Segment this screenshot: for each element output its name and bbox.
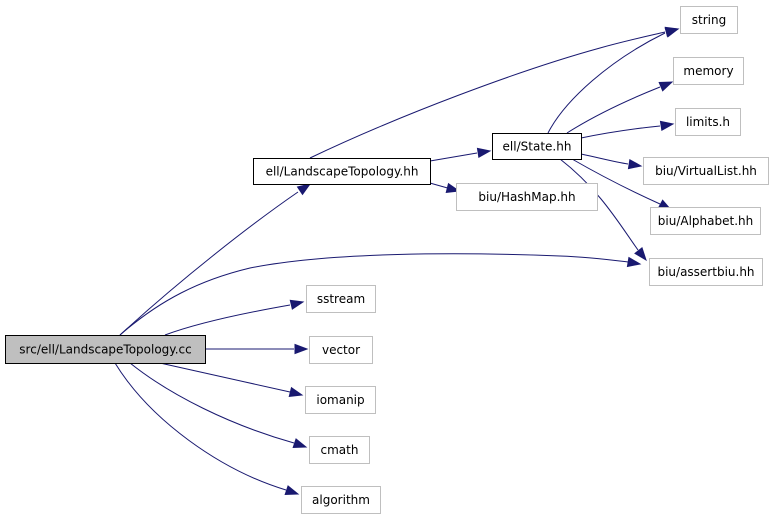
edge-arrowhead <box>294 343 309 355</box>
node-label: sstream <box>317 292 365 306</box>
node-box <box>673 57 744 85</box>
edge-root-to-assertbiu <box>119 253 642 336</box>
node-label: algorithm <box>312 493 370 507</box>
node-box <box>306 285 376 313</box>
node-box <box>649 258 763 286</box>
node-layer: src/ell/LandscapeTopology.cc ell/Landscap… <box>5 6 769 514</box>
edge-arrowhead <box>289 299 305 310</box>
edge-line <box>309 31 666 159</box>
node-label: ell/LandscapeTopology.hh <box>266 165 419 179</box>
node-box <box>253 158 431 185</box>
node-assertbiu[interactable]: biu/assertbiu.hh <box>649 258 763 286</box>
edge-arrowhead <box>296 183 312 196</box>
edge-arrowhead <box>627 158 643 170</box>
edge-arrowhead <box>626 256 642 268</box>
edge-arrowhead <box>664 27 680 38</box>
node-cmath[interactable]: cmath <box>309 436 370 464</box>
edge-landscape-to-state <box>429 147 492 162</box>
node-label: iomanip <box>316 393 364 407</box>
edge-state-to-memory <box>566 81 674 134</box>
edge-arrowhead <box>658 81 674 92</box>
node-label: biu/Alphabet.hh <box>658 214 753 228</box>
edge-landscape-to-hashmap <box>429 182 461 194</box>
edge-root-to-iomanip <box>159 362 304 398</box>
edge-line <box>580 125 661 139</box>
edge-state-to-limits <box>580 120 675 139</box>
edge-line <box>159 362 291 393</box>
node-string[interactable]: string <box>680 6 738 34</box>
node-state[interactable]: ell/State.hh <box>492 133 582 160</box>
edge-line <box>119 253 629 336</box>
edge-arrowhead <box>292 438 308 449</box>
node-label: src/ell/LandscapeTopology.cc <box>19 343 191 357</box>
node-label: ell/State.hh <box>503 140 572 154</box>
node-sstream[interactable]: sstream <box>306 285 376 313</box>
node-box <box>309 336 373 364</box>
node-box <box>305 386 376 414</box>
node-label: biu/VirtualList.hh <box>655 164 757 178</box>
edge-arrowhead <box>659 120 675 132</box>
node-alphabet[interactable]: biu/Alphabet.hh <box>650 207 761 235</box>
node-box <box>492 133 582 160</box>
node-label: memory <box>683 64 733 78</box>
edge-root-to-algorithm <box>114 362 300 496</box>
edge-root-to-cmath <box>129 362 308 449</box>
node-label: biu/assertbiu.hh <box>657 265 754 279</box>
node-limits[interactable]: limits.h <box>675 108 741 136</box>
node-vector[interactable]: vector <box>309 336 373 364</box>
edge-line <box>114 362 287 491</box>
node-box <box>650 207 761 235</box>
node-label: vector <box>322 343 360 357</box>
node-iomanip[interactable]: iomanip <box>305 386 376 414</box>
node-memory[interactable]: memory <box>673 57 744 85</box>
node-label: limits.h <box>686 115 730 129</box>
node-landscape[interactable]: ell/LandscapeTopology.hh <box>253 158 431 185</box>
edge-line <box>129 362 295 444</box>
node-label: string <box>692 13 726 27</box>
edge-line <box>119 191 299 336</box>
edge-line <box>429 152 478 162</box>
edge-line <box>559 158 639 251</box>
edge-arrowhead <box>634 246 647 262</box>
node-box <box>643 157 769 185</box>
node-box <box>5 335 206 364</box>
node-label: cmath <box>321 443 359 457</box>
edge-arrowhead <box>445 182 461 194</box>
edge-line <box>547 32 666 134</box>
node-box <box>680 6 738 34</box>
edge-arrowhead <box>288 386 304 398</box>
edge-line <box>571 158 661 205</box>
node-box <box>456 183 598 211</box>
edge-root-to-vector <box>205 343 309 355</box>
node-hashmap[interactable]: biu/HashMap.hh <box>456 183 598 211</box>
node-box <box>301 486 381 514</box>
edge-line <box>164 304 291 336</box>
edge-root-to-sstream <box>164 299 305 336</box>
node-box <box>309 436 370 464</box>
edge-line <box>580 153 629 165</box>
edge-state-to-string <box>547 27 680 134</box>
edge-state-to-virtuallist <box>580 153 643 170</box>
edge-arrowhead <box>284 485 300 496</box>
edge-state-to-assertbiu <box>559 158 647 262</box>
edge-line <box>566 86 661 134</box>
edge-root-to-landscape <box>119 183 312 336</box>
node-box <box>675 108 741 136</box>
node-virtuallist[interactable]: biu/VirtualList.hh <box>643 157 769 185</box>
node-root[interactable]: src/ell/LandscapeTopology.cc <box>5 335 206 364</box>
node-algorithm[interactable]: algorithm <box>301 486 381 514</box>
node-label: biu/HashMap.hh <box>478 190 575 204</box>
edge-layer <box>114 26 680 496</box>
edge-arrowhead <box>476 147 492 159</box>
